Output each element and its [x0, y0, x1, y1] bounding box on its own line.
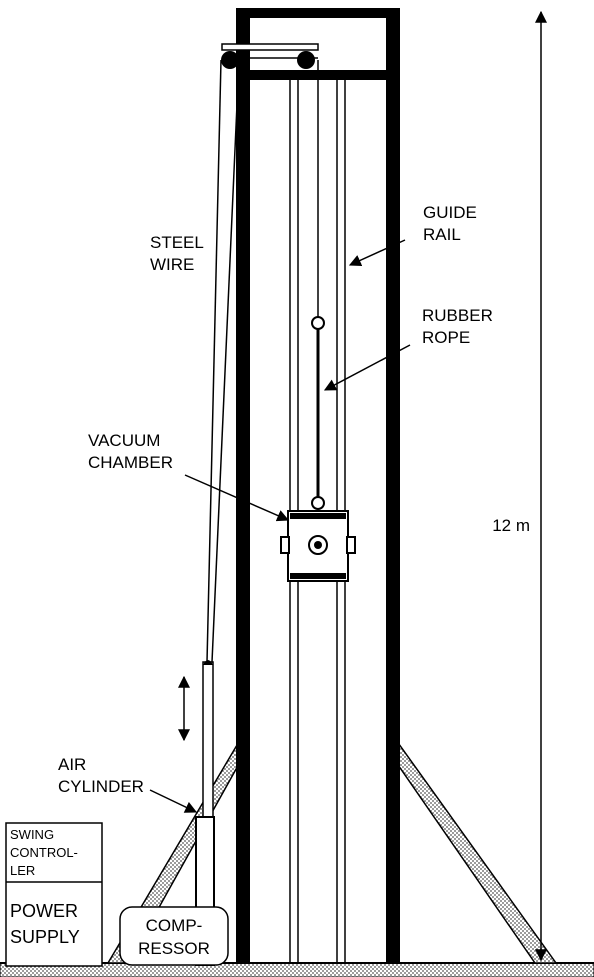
label-air-cylinder-1: AIR — [58, 755, 86, 774]
label-rubber-rope-2: ROPE — [422, 328, 470, 347]
pulley-assembly — [221, 43, 319, 69]
label-height: 12 m — [492, 516, 530, 535]
leader-vacuum-chamber — [184, 474, 290, 522]
label-vacuum-chamber-2: CHAMBER — [88, 453, 173, 472]
leader-guide-rail — [348, 239, 406, 266]
label-guide-rail-2: RAIL — [423, 225, 461, 244]
rubber-rope — [311, 60, 325, 510]
leader-rubber-rope — [323, 344, 411, 391]
label-compressor-2: RESSOR — [138, 939, 210, 958]
label-vacuum-chamber-1: VACUUM — [88, 431, 160, 450]
support-leg-right — [395, 737, 558, 964]
label-rubber-rope-1: RUBBER — [422, 306, 493, 325]
label-compressor-1: COMP- — [146, 916, 203, 935]
label-power-supply-1: POWER — [10, 901, 78, 921]
label-swing-controller-1: SWING — [10, 827, 54, 842]
controller-box: SWING CONTROL- LER POWER SUPPLY — [5, 822, 103, 967]
label-guide-rail-1: GUIDE — [423, 203, 477, 222]
steel-wire — [206, 59, 240, 663]
compressor: COMP- RESSOR — [119, 906, 229, 966]
label-swing-controller-3: LER — [10, 863, 35, 878]
pulley-right — [297, 51, 315, 69]
leader-air-cylinder — [149, 789, 198, 813]
label-power-supply-2: SUPPLY — [10, 927, 80, 947]
label-steel-wire-2: WIRE — [150, 255, 194, 274]
pulley-left — [221, 51, 239, 69]
vacuum-chamber — [280, 510, 356, 582]
label-swing-controller-2: CONTROL- — [10, 845, 78, 860]
label-steel-wire-1: STEEL — [150, 233, 204, 252]
label-air-cylinder-2: CYLINDER — [58, 777, 144, 796]
